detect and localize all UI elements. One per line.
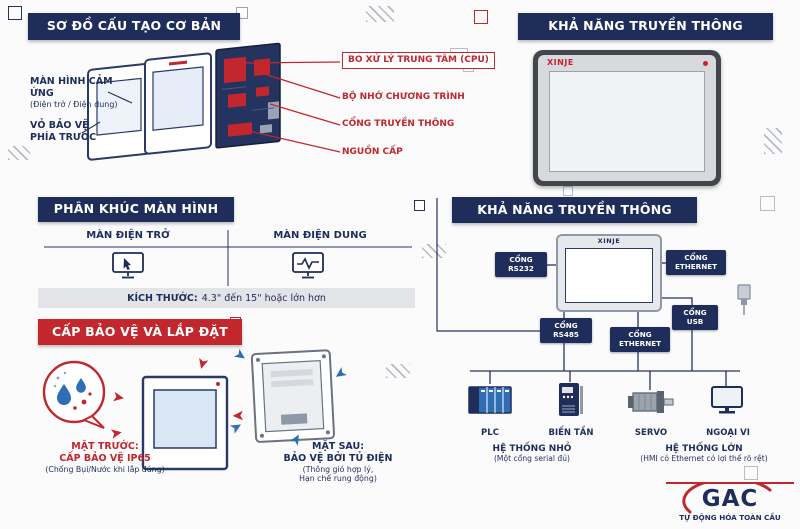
back-note-2: Hạn chế rung động) [299,474,377,484]
logo-swoosh-icon [682,482,772,514]
port-rs485-line1: CỔNG [554,321,578,330]
port-ethernet-right-line2: ETHERNET [674,262,718,272]
exploded-hmi-illustration [87,42,281,161]
hmi-brand-logo: XINJE [547,58,574,67]
label-cpu: BO XỬ LÝ TRUNG TÂM (CPU) [342,52,495,70]
back-note-1: (Thông gió hợp lý, [302,464,374,474]
company-logo-block: GAC TỰ ĐỘNG HÓA TOÀN CẦU [666,482,794,522]
front-cover-line1: VỎ BẢO VỆ [30,120,89,131]
port-rs485: CỔNG RS485 [540,318,592,343]
large-system-sub: (HMI có Ethernet có lợi thế rõ rệt) [640,454,768,463]
dust-water-bubble-icon [42,360,106,429]
back-label-2: BẢO VỆ BỞI TỦ ĐIỆN [283,452,393,464]
section-title-segments: PHÂN KHÚC MÀN HÌNH [38,197,234,222]
port-rs485-line2: RS485 [553,330,579,340]
section-title-comm-top: KHẢ NĂNG TRUYỀN THÔNG [518,13,773,40]
inverter-icon [559,383,583,416]
touchscreen-sub: (Điện trở / Điện dung) [30,99,118,109]
power-led-icon [703,61,708,66]
comm-top-title-text: KHẢ NĂNG TRUYỀN THÔNG [548,18,743,34]
decor-square [760,196,775,211]
front-cover-line2: PHÍA TRƯỚC [30,131,97,143]
usb-plug-icon [737,284,751,315]
device-label-peripheral: NGOẠI VI [706,428,750,438]
label-front-cover: VỎ BẢO VỆ PHÍA TRƯỚC [30,120,120,144]
port-ethernet-right-line1: CỔNG [684,253,708,262]
size-label: KÍCH THƯỚC: [127,292,198,304]
front-protection-label: MẶT TRƯỚC: CẤP BẢO VỆ IP65 (Chống Bụi/Nư… [38,441,172,474]
front-note: (Chống Bụi/Nước khi lắp đúng) [45,464,165,474]
label-touchscreen: MÀN HÌNH CẢM ỨNG (Điện trở / Điện dung) [30,76,138,110]
hmi-device-photo: XINJE [533,50,721,186]
hmi-device-face: XINJE [538,55,716,181]
small-system-title: HỆ THỐNG NHỎ [492,444,572,454]
decor-hatch [366,6,394,22]
decor-hatch [386,364,410,378]
rear-device-illustration [250,349,335,443]
decor-square [8,6,22,20]
logo-red-rule [666,482,794,484]
logo-wrap: GAC [666,482,794,514]
hmi-screen [549,71,705,172]
port-usb-line2: USB [686,317,704,327]
port-ethernet-bottom-line2: ETHERNET [618,339,662,349]
port-ethernet-right: CỔNG ETHERNET [666,250,726,275]
comm-diagram-title-text: KHẢ NĂNG TRUYỀN THÔNG [477,201,672,217]
decor-square [563,186,573,196]
hmi-diagram-brand: XINJE [597,237,621,245]
port-usb: CỔNG USB [672,305,718,330]
brand-tagline: TỰ ĐỘNG HÓA TOÀN CẦU [679,513,781,522]
segments-title-text: PHÂN KHÚC MÀN HÌNH [53,201,219,217]
port-ethernet-bottom-line1: CỔNG [628,330,652,339]
peripheral-monitor-icon [711,386,743,414]
label-memory: BỘ NHỚ CHƯƠNG TRÌNH [342,92,465,102]
port-rs232-line2: RS232 [508,264,534,274]
capacitive-monitor-icon [292,252,324,279]
device-label-plc: PLC [481,428,499,438]
port-ethernet-bottom: CỔNG ETHERNET [610,327,670,352]
section-title-comm-diagram: KHẢ NĂNG TRUYỀN THÔNG [452,197,697,223]
column-resistive: MÀN ĐIỆN TRỞ [86,230,170,241]
label-power-supply: NGUỒN CẤP [342,147,403,157]
column-capacitive: MÀN ĐIỆN DUNG [273,230,367,241]
small-system-sub: (Một cổng serial đủ) [493,454,571,463]
section-title-structure: SƠ ĐỒ CẤU TẠO CƠ BẢN [28,13,240,40]
small-system-note: HỆ THỐNG NHỎ (Một cổng serial đủ) [466,444,598,463]
label-comm-port: CỔNG TRUYỀN THÔNG [342,119,455,129]
large-system-note: HỆ THỐNG LỚN (HMI có Ethernet có lợi thế… [616,444,792,463]
resistive-monitor-icon [112,252,144,279]
hmi-diagram-screen [565,248,653,303]
decor-square [414,200,425,211]
port-rs232-line1: CỔNG [509,255,533,264]
plc-icon [468,386,512,414]
decor-hatch [8,146,30,160]
red-arrow-icon: ➤ [108,423,124,443]
port-usb-line1: CỔNG [683,308,707,317]
structure-title-text: SƠ ĐỒ CẤU TẠO CƠ BẢN [46,18,222,34]
decor-hatch [422,244,446,258]
front-device-illustration [141,375,229,471]
large-system-title: HỆ THỐNG LỚN [665,444,743,454]
hmi-diagram-device: XINJE [556,234,662,312]
back-protection-label: MẶT SAU: BẢO VỆ BỞI TỦ ĐIỆN (Thông gió h… [272,441,404,484]
port-rs232: CỔNG RS232 [495,252,547,277]
device-label-servo: SERVO [634,428,668,438]
device-label-inverter: BIẾN TẦN [548,428,594,438]
front-label-2: CẤP BẢO VỆ IP65 [59,452,151,464]
size-info-bar: KÍCH THƯỚC: 4.3" đến 15" hoặc lớn hơn [38,288,415,308]
size-value: 4.3" đến 15" hoặc lớn hơn [201,292,326,304]
decor-square [474,10,488,24]
decor-hatch [764,128,782,154]
red-arrow-icon: ➤ [110,387,127,407]
protection-title-text: CẤP BẢO VỆ VÀ LẮP ĐẶT [52,323,228,339]
front-label-1: MẶT TRƯỚC: [71,441,139,452]
decor-square [744,466,758,480]
back-label-1: MẶT SAU: [311,441,364,452]
servo-motor-icon [628,391,674,413]
brand-name: GAC [701,486,759,512]
blue-arrow-icon: ➤ [230,344,251,367]
touchscreen-title: MÀN HÌNH CẢM ỨNG [30,76,113,99]
section-title-protection: CẤP BẢO VỆ VÀ LẮP ĐẶT [38,319,242,345]
red-arrow-icon: ➤ [192,355,214,373]
